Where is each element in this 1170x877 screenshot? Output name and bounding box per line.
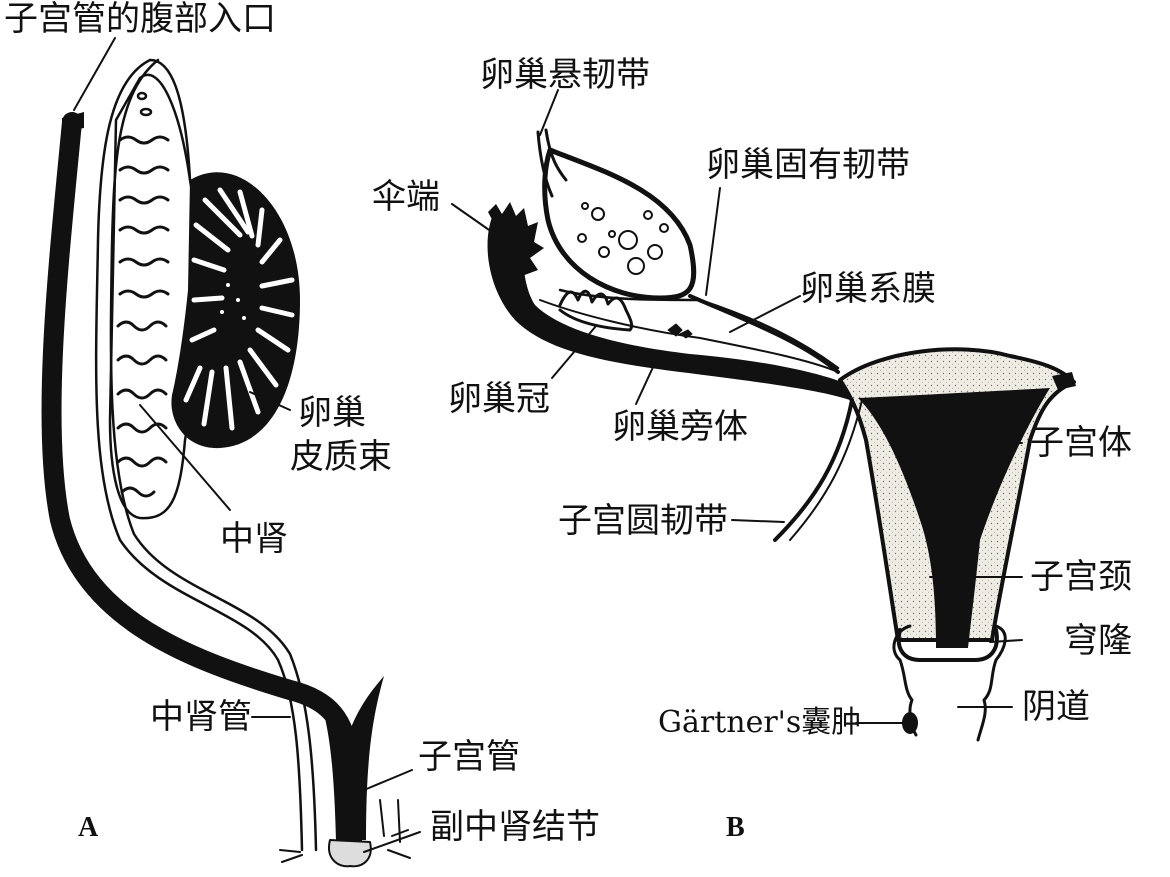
uterine-cavity-shape [858, 388, 1050, 648]
ovary-b-shape [542, 147, 697, 301]
label-paramesonephric-duct: 子宫管 [418, 737, 520, 777]
label-suspensory-ligament: 卵巢悬韧带 [480, 55, 650, 95]
label-ovary-cords-line2: 皮质束 [290, 437, 392, 477]
label-mesovarium: 卵巢系膜 [800, 269, 936, 309]
leaders-a [73, 37, 421, 853]
label-fimbria: 伞端 [372, 177, 440, 217]
cortical-cords [183, 187, 295, 431]
mesonephric-duct-shape [94, 58, 304, 852]
label-mesonephros: 中肾 [220, 519, 288, 559]
label-ovary-cords-line1: 卵巢 [298, 393, 366, 433]
panel-a-drawing [41, 37, 421, 868]
label-proper-ligament: 卵巢固有韧带 [706, 145, 910, 185]
panel-label-b: B [726, 812, 745, 843]
label-mesonephric-duct: 中肾管 [150, 697, 252, 737]
leaders-b [451, 89, 1023, 724]
uterine-tube-shape [487, 210, 852, 400]
label-epoophoron: 卵巢冠 [448, 379, 550, 419]
label-uterus-body: 子宫体 [1030, 423, 1132, 463]
label-gartner-cyst: Gärtner's囊肿 [658, 705, 862, 740]
label-paramesonephric-tubercle: 副中肾结节 [430, 807, 600, 847]
label-paroophoron: 卵巢旁体 [612, 407, 748, 447]
ovary-a-shape [171, 172, 300, 449]
label-fornix: 穹隆 [1064, 621, 1132, 661]
panel-label-a: A [78, 812, 99, 843]
label-abdominal-ostium: 子宫管的腹部入口 [4, 0, 276, 39]
label-cervix: 子宫颈 [1030, 557, 1132, 597]
mesonephric-tubules [116, 135, 170, 498]
label-vagina: 阴道 [1022, 687, 1090, 727]
panel-b-drawing [451, 89, 1076, 742]
label-round-ligament: 子宫圆韧带 [558, 501, 728, 541]
round-ligament-shape [773, 398, 854, 542]
gartner-cyst-shape [902, 712, 918, 734]
tubercle-shape [328, 839, 372, 868]
epoophoron-shape [558, 289, 634, 332]
ovary-follicles [577, 202, 669, 275]
